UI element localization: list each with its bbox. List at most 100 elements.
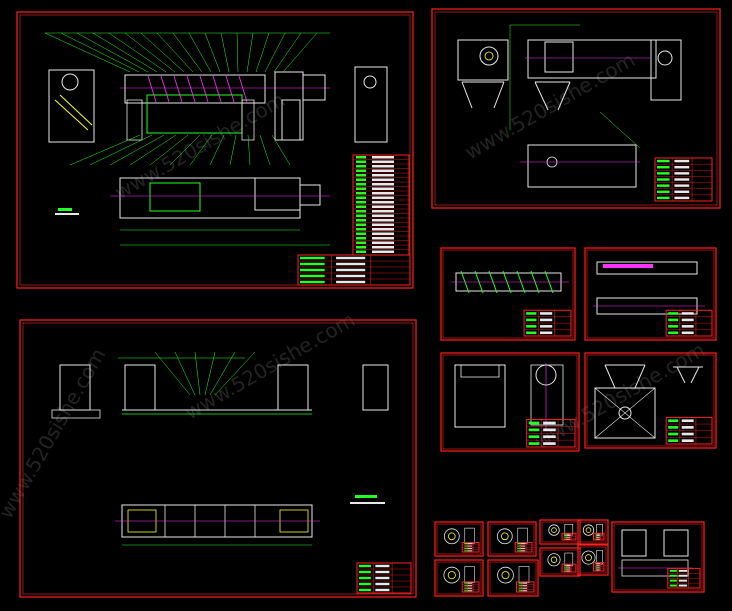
drawing-line <box>129 134 177 166</box>
drawing-line <box>236 32 239 73</box>
drawing-rect <box>464 550 468 552</box>
drawing-rect <box>595 567 598 569</box>
sheet-screw-shaft-drawing <box>440 247 576 341</box>
drawing-rect <box>372 214 394 217</box>
drawing-rect <box>681 331 694 335</box>
drawing-rect <box>543 442 556 445</box>
drawing-line <box>147 75 157 103</box>
drawing-rect <box>597 565 600 567</box>
drawing-rect <box>356 562 412 594</box>
drawing-rect <box>336 280 366 284</box>
drawing-rect <box>299 184 321 206</box>
title-block <box>667 567 701 589</box>
drawing-rect <box>527 144 637 188</box>
drawing-rect <box>566 533 571 535</box>
drawing-rect <box>597 563 600 565</box>
drawing-rect <box>48 69 95 143</box>
drawing-rect <box>596 261 698 275</box>
drawing-line <box>461 81 473 109</box>
drawing-rect <box>19 14 411 286</box>
drawing-rect <box>149 182 201 212</box>
drawing-rect <box>566 570 571 572</box>
drawing-rect <box>668 419 679 423</box>
drawing-rect <box>526 331 537 335</box>
sheet-frame-drawing <box>19 319 417 598</box>
drawing-line <box>199 75 209 103</box>
drawing-rect <box>681 439 694 443</box>
drawing-rect <box>657 178 670 181</box>
drawing-rect <box>19 319 417 598</box>
drawing-rect <box>489 523 535 555</box>
drawing-line <box>54 99 89 131</box>
parts-list <box>352 154 410 256</box>
drawing-rect <box>372 237 394 240</box>
drawing-rect <box>668 426 679 429</box>
drawing-line <box>44 32 131 73</box>
drawing-line <box>69 134 141 166</box>
drawing-rect <box>579 521 607 543</box>
drawing-line <box>92 32 158 73</box>
drawing-rect <box>611 521 705 593</box>
drawing-rect <box>669 584 677 587</box>
title-block <box>514 541 533 553</box>
drawing-line <box>140 32 185 73</box>
sheet-hopper-drawing <box>584 352 717 449</box>
drawing-rect <box>356 178 366 181</box>
drawing-rect <box>674 165 690 169</box>
drawing-rect <box>595 533 598 535</box>
drawing-rect <box>359 588 371 592</box>
drawing-rect <box>467 585 473 587</box>
drawing-rect <box>674 190 690 194</box>
drawing-rect <box>577 519 609 545</box>
drawing-rect <box>579 546 607 574</box>
drawing-rect <box>126 99 143 141</box>
drawing-line <box>212 75 222 103</box>
drawing-circle <box>551 527 557 533</box>
drawing-circle <box>582 524 595 536</box>
drawing-line <box>109 134 165 166</box>
drawing-rect <box>354 66 388 143</box>
drawing-line <box>557 81 571 111</box>
drawing-rect <box>564 564 568 566</box>
drawing-rect <box>674 178 690 181</box>
drawing-rect <box>356 187 366 190</box>
drawing-line <box>259 134 271 166</box>
drawing-rect <box>518 585 523 587</box>
drawing-rect <box>674 196 690 200</box>
drawing-rect <box>566 566 571 568</box>
drawing-rect <box>434 559 484 597</box>
drawing-line <box>676 366 686 384</box>
drawing-circle <box>443 528 460 545</box>
drawing-rect <box>668 312 679 315</box>
sheet-support-drawing <box>611 521 705 593</box>
drawing-line <box>186 75 196 103</box>
drawing-rect <box>584 247 717 341</box>
drawing-rect <box>336 262 366 266</box>
sheet-parts-sheet-5 <box>434 559 484 597</box>
drawing-rect <box>595 569 598 571</box>
drawing-line <box>220 32 230 73</box>
drawing-rect <box>375 576 390 580</box>
drawing-rect <box>55 213 79 215</box>
drawing-rect <box>489 561 537 595</box>
title-block <box>654 157 713 202</box>
drawing-rect <box>518 566 530 583</box>
drawing-rect <box>356 205 366 208</box>
sheet-parts-sheet-1 <box>434 521 484 557</box>
drawing-rect <box>517 545 521 547</box>
drawing-rect <box>300 280 325 284</box>
drawing-rect <box>355 495 377 498</box>
drawing-rect <box>668 439 679 443</box>
drawing-rect <box>564 568 568 570</box>
watermark-text: www.520sishe.com <box>0 344 110 522</box>
drawing-line <box>534 81 549 111</box>
drawing-line <box>246 32 254 73</box>
drawing-line <box>173 75 183 103</box>
drawing-line <box>255 32 270 73</box>
drawing-rect <box>520 543 526 545</box>
drawing-rect <box>526 318 537 322</box>
drawing-rect <box>22 322 414 595</box>
drawing-line <box>172 32 203 73</box>
drawing-rect <box>526 325 537 328</box>
drawing-line <box>169 134 201 166</box>
